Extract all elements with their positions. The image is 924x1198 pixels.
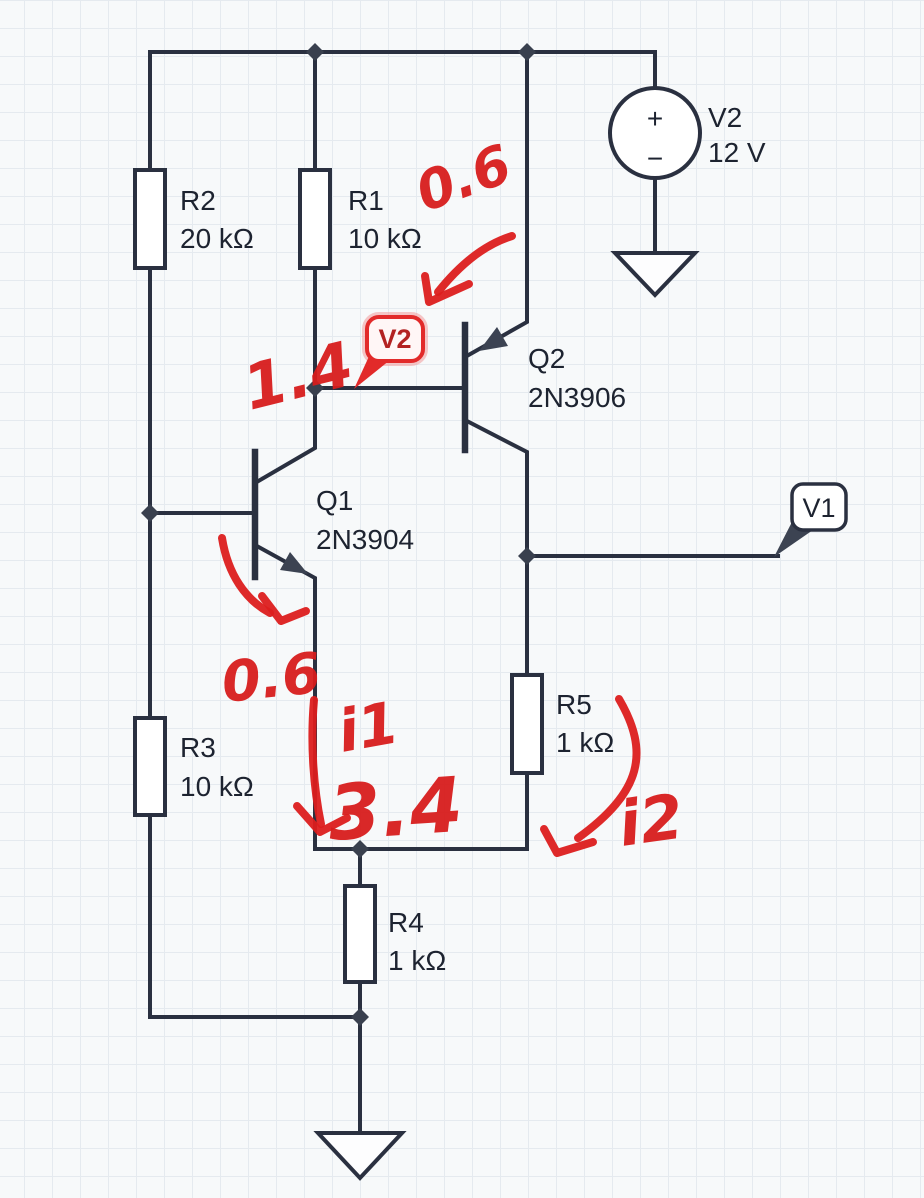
r2-name-label: R2 [180, 185, 216, 216]
r1-q1-collector-wire [252, 266, 317, 486]
transistor-q2[interactable]: Q2 2N3906 [461, 321, 626, 454]
annotation-top-value: 0.6 [408, 132, 519, 224]
r4-value-label: 1 kΩ [388, 945, 446, 976]
junction-dot [306, 379, 324, 397]
q1-name-label: Q1 [316, 485, 353, 516]
q2-name-label: Q2 [528, 343, 565, 374]
junction-dot [351, 1008, 369, 1026]
annotation-arrowhead-emitter [258, 592, 310, 625]
probe-callout-v1[interactable]: V1 [774, 482, 848, 557]
ground-symbol-bottom[interactable] [313, 1131, 407, 1181]
ground-icon [610, 251, 700, 298]
annotation-arrow-i2 [574, 695, 641, 842]
plus-sign-icon: + [647, 103, 663, 134]
q2-emitter-arrow-icon [479, 327, 508, 351]
v2-probe-label: V2 [378, 324, 411, 354]
annotation-arrowhead-top [421, 272, 473, 306]
r1-body[interactable] [298, 168, 332, 270]
r1-value-label: 10 kΩ [348, 223, 422, 254]
r3-body[interactable] [133, 716, 167, 817]
r4-body[interactable] [343, 884, 377, 984]
r3-value-label: 10 kΩ [180, 771, 254, 802]
junction-dot [141, 504, 159, 522]
v2-source-value-label: 12 V [708, 137, 766, 168]
annotation-arrow-emitter [218, 534, 274, 617]
annotation-arrowhead-i2 [540, 825, 597, 857]
v2-source-body[interactable] [608, 86, 702, 180]
junction-dots [141, 43, 536, 1026]
resistor-r1[interactable]: R1 10 kΩ [298, 168, 422, 270]
v1-probe-label: V1 [802, 493, 835, 523]
annotation-arrowhead-down [293, 802, 351, 836]
v2-callout-box[interactable] [365, 315, 425, 363]
r5-value-label: 1 kΩ [556, 727, 614, 758]
v1-callout-box[interactable] [790, 482, 848, 532]
annotation-arrow-down [308, 696, 325, 828]
resistor-r4[interactable]: R4 1 kΩ [343, 884, 446, 984]
wires [148, 50, 780, 1135]
junction-dot [518, 43, 536, 61]
r4-name-label: R4 [388, 907, 424, 938]
r2-body[interactable] [133, 168, 167, 270]
r2-value-label: 20 kΩ [180, 223, 254, 254]
r1-name-label: R1 [348, 185, 384, 216]
annotation-emitter-drop: 0.6 [219, 641, 324, 716]
resistor-r3[interactable]: R3 10 kΩ [133, 716, 254, 817]
junction-dot [518, 547, 536, 565]
ground-symbol-source[interactable] [610, 251, 700, 298]
handwritten-annotations: 0.6 1.4 0.6 i1 3.4 i2 [218, 132, 688, 861]
r5-name-label: R5 [556, 689, 592, 720]
transistor-q1[interactable]: Q1 2N3904 [251, 448, 414, 581]
annotation-arrow-top [434, 232, 516, 296]
ground-icon [313, 1131, 407, 1181]
q2-part-label: 2N3906 [528, 382, 626, 413]
annotation-node-voltage: 3.4 [325, 760, 466, 858]
annotation-current-i1: i1 [333, 688, 404, 765]
q1-emitter-arrow-icon [280, 552, 308, 574]
r3-name-label: R3 [180, 732, 216, 763]
q1-part-label: 2N3904 [316, 524, 414, 555]
voltage-source-v2[interactable]: + − V2 12 V [608, 86, 766, 180]
annotation-current-i2: i2 [614, 780, 688, 861]
minus-sign-icon: − [647, 143, 663, 174]
r5-body[interactable] [510, 673, 544, 775]
junction-dot [351, 840, 369, 858]
q2-collector-wire [462, 417, 529, 677]
v2-source-name-label: V2 [708, 102, 742, 133]
junction-dot [306, 43, 324, 61]
resistor-r5[interactable]: R5 1 kΩ [510, 673, 614, 775]
probe-callout-v2-red[interactable]: V2 [354, 312, 428, 389]
annotation-base-voltage: 1.4 [236, 327, 360, 424]
resistor-r2[interactable]: R2 20 kΩ [133, 168, 254, 270]
r3-bottom-wire [148, 813, 362, 1019]
